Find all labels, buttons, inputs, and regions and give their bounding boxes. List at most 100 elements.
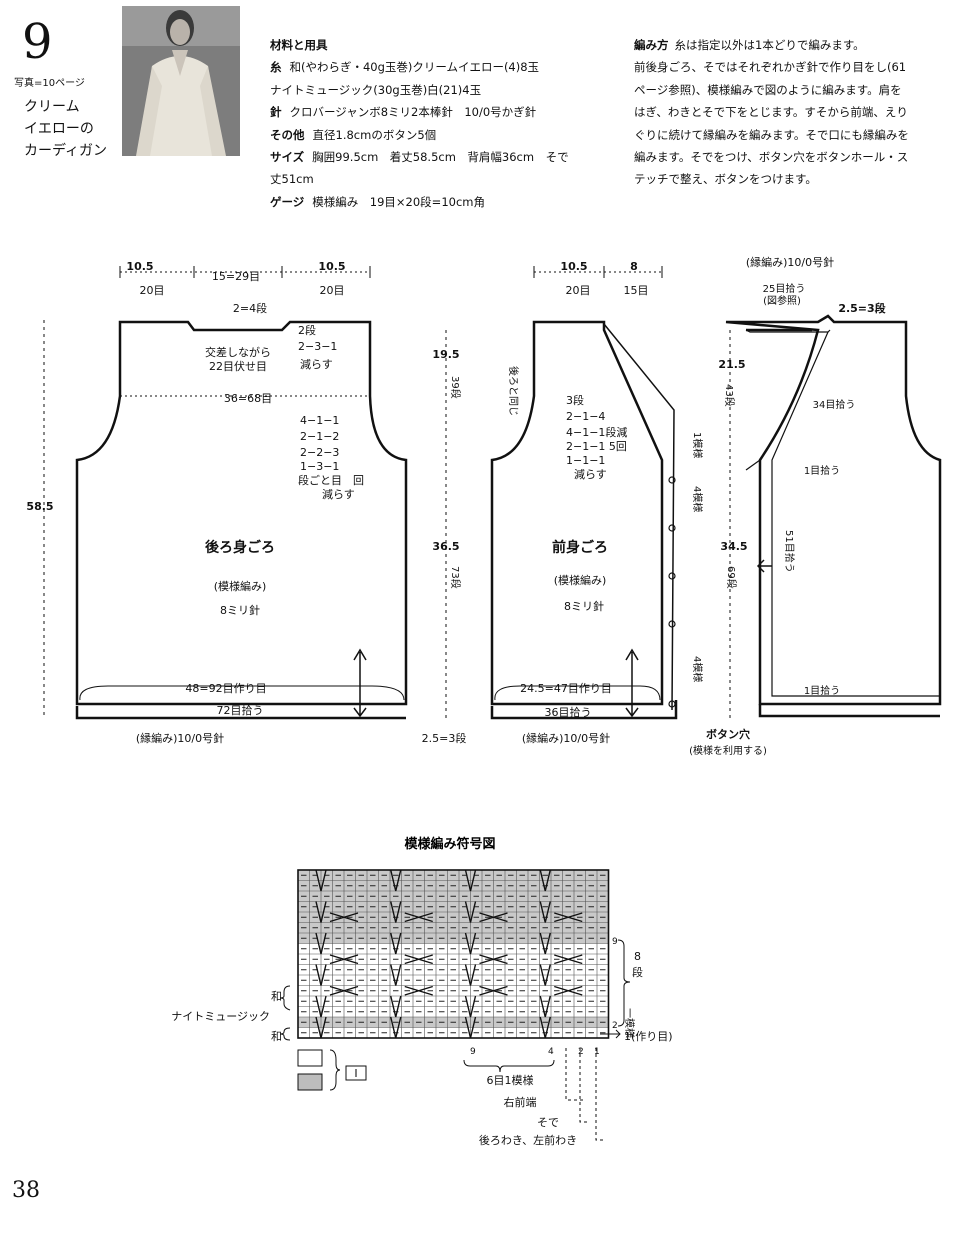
chart-v-symbol — [315, 964, 327, 986]
chart-v-symbol — [539, 964, 551, 986]
chart-v-symbol — [539, 932, 551, 955]
chart-v-symbol — [390, 932, 402, 955]
chart-col-9: 9 — [470, 1047, 476, 1057]
back-outline — [43, 266, 408, 720]
chart-col-1: 1 — [594, 1047, 600, 1057]
back-arm-5: 段ごと目 回 — [298, 473, 364, 487]
chart-title: 模様編み符号図 — [404, 836, 495, 852]
chart-cross-symbol — [554, 954, 583, 965]
method-text: テッチで整え、ボタンをつけます。 — [634, 172, 817, 187]
back-shoulder: 36=68目 — [224, 392, 272, 405]
model-photo-image — [122, 6, 240, 156]
chart-rows-repeat: 一模様 — [623, 1008, 636, 1038]
sleeve-lower-rows: 69段 — [725, 566, 738, 589]
chart-v-symbol — [464, 901, 477, 923]
method-text: 前後身ごろ、そではそれぞれかぎ針で作り目をし(61 — [634, 60, 907, 75]
method-heading: 編み方 — [634, 38, 669, 52]
back-top-mid: 15=29目 — [212, 270, 260, 283]
back-arm-1: 4−1−1 — [300, 414, 339, 427]
chart-cross-symbol — [329, 912, 359, 923]
sleeve-upper-rows: 43段 — [723, 384, 736, 407]
stitch-chart-area: 模様編み符号図 和 ナイトミュージック 和 9 2 8 段 一模様 1(作り目)… — [171, 836, 672, 1147]
legend-knit-symbol: I — [354, 1067, 357, 1080]
front-title: 前身ごろ — [552, 539, 608, 556]
sleeve-upper-h: 21.5 — [718, 358, 745, 371]
front-pattern-1: 1模様 — [691, 432, 704, 458]
sleeve-pick-1b: 1目拾う — [804, 684, 840, 697]
chart-v-symbol — [390, 901, 402, 923]
chart-yarn-night: ナイトミュージック — [171, 1010, 270, 1023]
chart-rows-label: 段 — [632, 965, 643, 979]
method-text: 糸は指定以外は1本どりで編みます。 — [674, 38, 865, 52]
back-stitch: (模様編み) — [214, 579, 267, 593]
title-line: イエローの — [24, 121, 94, 137]
front-lower-rows: 73段 — [449, 566, 462, 589]
sleeve-pick-1a: 1目拾う — [804, 464, 840, 477]
front-pattern-3: 4模様 — [691, 656, 704, 682]
title-line: クリーム — [24, 99, 80, 115]
back-neck-dec-1: 2段 — [298, 323, 316, 337]
chart-row-9: 9 — [612, 937, 618, 947]
sleeve-edge-h: 2.5=3段 — [838, 301, 885, 315]
back-neck-dec-2: 2−3−1 — [298, 340, 337, 353]
chart-cross-symbol — [479, 985, 508, 996]
chart-v-symbol — [464, 964, 477, 986]
project-title: クリーム イエローの カーディガン — [24, 96, 124, 162]
materials-yarn-row: 糸和(やわらぎ・40g玉巻)クリームイエロー(4)8玉 — [270, 56, 600, 78]
chart-v-symbol — [315, 901, 327, 923]
chart-v-symbol — [315, 869, 327, 892]
front-upper-h: 19.5 — [432, 348, 459, 361]
title-line: カーディガン — [24, 143, 108, 159]
materials-needle-row: 針クロバージャンボ8ミリ2本棒針 10/0号かぎ針 — [270, 101, 600, 123]
sleeve-outline — [725, 314, 942, 718]
front-top-w1-st: 20目 — [566, 284, 591, 297]
schematic-diagrams: 10.5 20目 15=29目 10.5 20目 2=4段 交差しながら 22目… — [26, 255, 942, 757]
front-upper-rows: 39段 — [449, 376, 462, 399]
chart-v-symbol — [315, 995, 327, 1018]
back-needle: 8ミリ針 — [220, 603, 260, 617]
size-value-2: 丈51cm — [270, 172, 314, 187]
needle-label: 針 — [270, 105, 282, 120]
front-dec-1: 3段 — [566, 393, 584, 407]
back-height: 58.5 — [26, 500, 53, 513]
front-edge-h: 2.5=3段 — [422, 731, 467, 745]
front-dec-2: 2−1−4 — [566, 410, 605, 423]
sleeve-pick-34: 34目拾う — [813, 398, 856, 411]
chart-v-symbol — [390, 964, 402, 986]
chart-v-symbol — [464, 869, 477, 892]
chart-v-symbol — [390, 995, 402, 1018]
materials-other-row: その他直径1.8cmのボタン5個 — [270, 124, 600, 146]
chart-cross-symbol — [404, 954, 433, 965]
chart-cross-symbol — [479, 912, 508, 923]
front-outline — [445, 266, 678, 720]
chart-v-symbol — [464, 995, 477, 1018]
back-top-w1: 10.5 — [126, 260, 153, 273]
back-arm-6: 減らす — [322, 487, 355, 501]
gauge-value: 模様編み 19目×20段=10cm角 — [312, 194, 485, 209]
chart-v-symbol — [539, 901, 551, 923]
other-label: その他 — [270, 127, 305, 142]
front-dec-4: 2−1−1 5回 — [566, 440, 627, 453]
back-neck-l1: 交差しながら — [205, 345, 271, 359]
front-bottom: 24.5=47目作り目 — [520, 682, 612, 695]
yarn-line-2: ナイトミュージック(30g玉巻)白(21)4玉 — [270, 82, 482, 97]
back-title: 後ろ身ごろ — [205, 539, 275, 556]
model-photo — [122, 6, 240, 156]
sleeve-pick-51: 51目拾う — [783, 530, 796, 573]
front-buttonhole: ボタン穴 — [706, 727, 750, 741]
yarn-line-1: 和(やわらぎ・40g玉巻)クリームイエロー(4)8玉 — [289, 60, 540, 75]
chart-right-front: 右前端 — [504, 1095, 537, 1109]
pattern-number: 9 — [22, 14, 53, 70]
method-text: ぐりに続けて縁編みを編みます。そで口にも縁編みを — [634, 127, 909, 142]
chart-brackets — [279, 939, 631, 1141]
front-buttonhole-note: (模様を利用する) — [689, 744, 767, 757]
front-lower-h: 36.5 — [432, 540, 459, 553]
materials-size-row: サイズ胸囲99.5cm 着丈58.5cm 背肩幅36cm そで — [270, 146, 600, 168]
needle-value: クロバージャンボ8ミリ2本棒針 10/0号かぎ針 — [289, 105, 537, 120]
chart-v-symbol — [539, 995, 551, 1018]
front-top-w2-st: 15目 — [624, 284, 649, 297]
other-value: 直径1.8cmのボタン5個 — [312, 127, 437, 142]
chart-cross-symbol — [479, 954, 508, 965]
chart-v-symbol — [539, 869, 551, 892]
chart-col-4: 4 — [548, 1047, 554, 1057]
